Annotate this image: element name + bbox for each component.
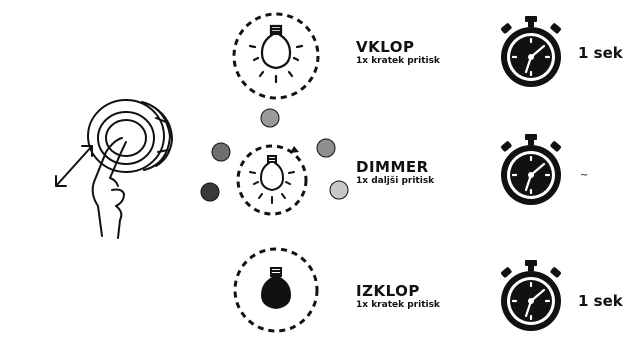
- dim-dot-5: [329, 180, 349, 200]
- stopwatch-icon: [501, 134, 561, 205]
- stopwatch-icon: [501, 16, 561, 87]
- dim-dot-1: [260, 108, 280, 128]
- mode-subtitle-on: 1x kratek pritisk: [356, 56, 440, 66]
- dim-dot-3: [316, 138, 336, 158]
- hand-pressing-button-icon: [55, 99, 173, 239]
- lightbulb-dimmer-icon: [236, 144, 308, 216]
- dim-dot-4: [200, 182, 220, 202]
- stopwatch-icon: [501, 260, 561, 331]
- lightbulb-off-icon: [233, 247, 319, 333]
- duration-on: 1 sek: [578, 44, 623, 62]
- mode-title-on: VKLOP: [356, 38, 415, 56]
- duration-off: 1 sek: [578, 292, 623, 310]
- mode-subtitle-dimmer: 1x daljši pritisk: [356, 176, 435, 186]
- dimmer-level-dots: [200, 108, 349, 202]
- duration-dimmer: ~: [580, 170, 589, 181]
- mode-subtitle-off: 1x kratek pritisk: [356, 300, 440, 310]
- lightbulb-on-icon: [232, 12, 320, 100]
- mode-title-dimmer: DIMMER: [356, 158, 429, 176]
- dim-dot-2: [211, 142, 231, 162]
- mode-title-off: IZKLOP: [356, 282, 420, 300]
